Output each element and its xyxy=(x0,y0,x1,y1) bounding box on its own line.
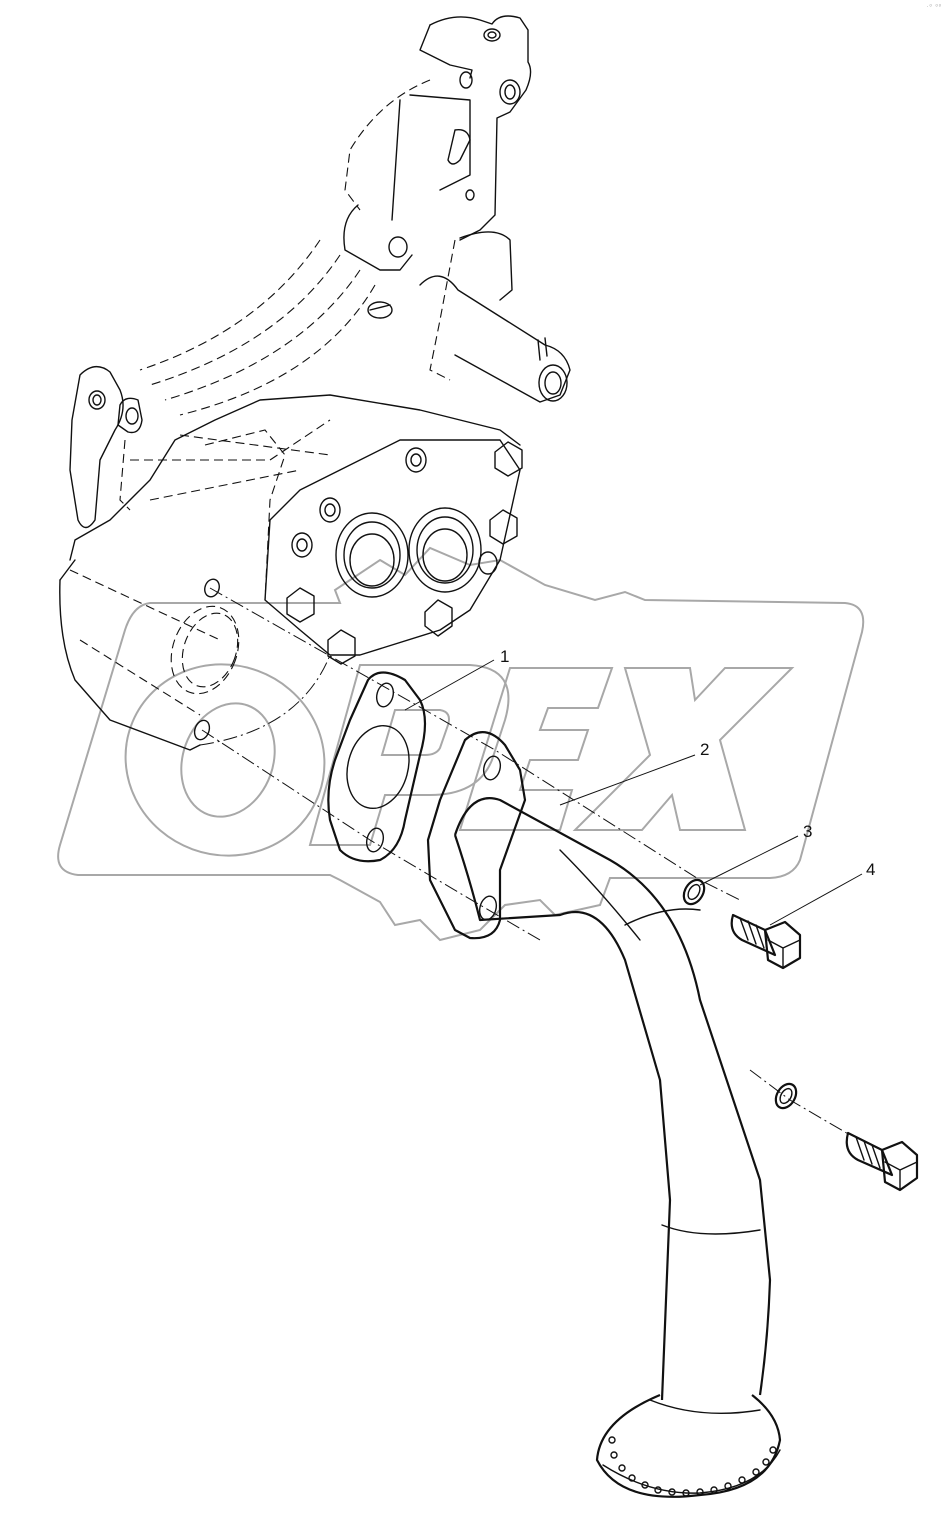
callout-4: 4 xyxy=(866,860,876,879)
suction-pipe xyxy=(426,731,782,1498)
oil-pump-housing xyxy=(59,15,571,751)
callout-3: 3 xyxy=(803,822,813,841)
bolts xyxy=(730,913,919,1192)
leader-2 xyxy=(559,754,696,806)
leader-4 xyxy=(769,873,863,926)
callout-1: 1 xyxy=(500,647,510,666)
callout-leaders xyxy=(404,659,863,926)
corner-mark: ·ᵒ ᵒᵒ xyxy=(926,4,942,10)
leader-1 xyxy=(404,659,495,711)
strainer-holes xyxy=(608,1436,777,1497)
bolt-upper xyxy=(730,913,802,970)
callout-2: 2 xyxy=(700,740,710,759)
gasket xyxy=(327,671,427,863)
opex-watermark-logo xyxy=(57,546,865,942)
washers xyxy=(682,878,798,1110)
leader-3 xyxy=(699,835,799,886)
bolt-lower xyxy=(845,1131,919,1192)
assembly-center-lines xyxy=(199,587,851,1136)
pump-cover-bolts xyxy=(286,441,523,665)
